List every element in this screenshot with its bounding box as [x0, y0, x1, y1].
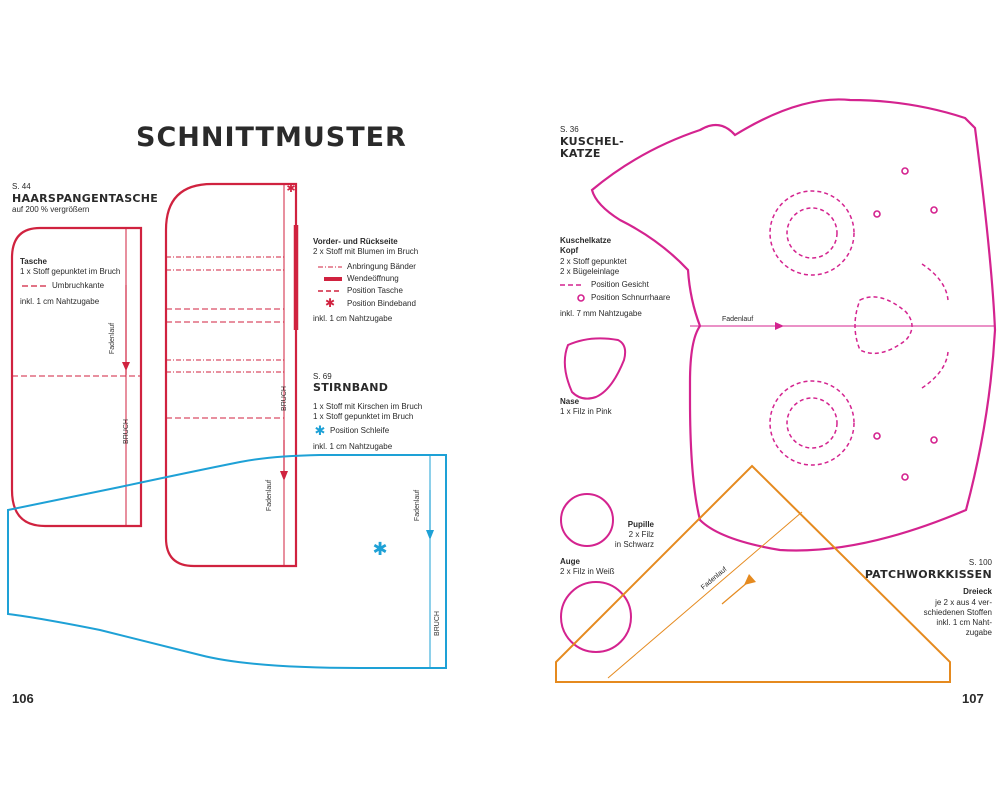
patchwork-desc-2: schiedenen Stoffen — [923, 608, 992, 617]
front-back-fold-label: BRUCH — [280, 386, 288, 411]
legend-turn-opening: Wendeöffnung — [347, 274, 399, 283]
patchwork-title: PATCHWORKKISSEN — [864, 568, 992, 581]
legend-tie-band: Position Bindeband — [347, 299, 416, 308]
front-back-title: Vorder- und Rückseite — [313, 237, 398, 246]
cat-page-ref: S. 36 — [560, 125, 579, 134]
page-number-right: 107 — [962, 691, 984, 706]
patchwork-desc-1: je 2 x aus 4 ver- — [935, 598, 992, 607]
pouch-scale-note: auf 200 % vergrößern — [12, 205, 90, 214]
cat-seam-note: inkl. 7 mm Nahtzugabe — [560, 309, 642, 318]
headband-pattern: ✱ — [7, 454, 447, 669]
front-back-grain-label: Fadenlauf — [266, 479, 274, 512]
legend-bow: Position Schleife — [330, 426, 390, 435]
hair-clip-pouch-pattern — [10, 226, 143, 528]
cat-head-pattern — [560, 98, 997, 653]
pouch-grain-label: Fadenlauf — [109, 322, 117, 355]
headband-fold-label: BRUCH — [433, 611, 441, 636]
pupil-title: Pupille — [627, 520, 654, 529]
headband-seam-note: inkl. 1 cm Nahtzugabe — [313, 442, 393, 451]
front-back-seam-note: inkl. 1 cm Nahtzugabe — [313, 314, 393, 323]
cat-piece-title-2: Kopf — [560, 246, 579, 255]
front-back-pattern: ✱ — [164, 182, 299, 568]
nose-desc: 1 x Filz in Pink — [560, 407, 612, 416]
pupil-desc-2: in Schwarz — [614, 540, 654, 549]
cat-piece-title-1: Kuschelkatze — [560, 236, 612, 245]
svg-text:✱: ✱ — [325, 296, 335, 310]
headband-page-ref: S. 69 — [313, 372, 332, 381]
patchwork-page-ref: S. 100 — [968, 558, 992, 567]
legend-whiskers: Position Schnurrhaare — [591, 293, 671, 302]
legend-marks: ✱ ✱ — [22, 266, 585, 439]
pouch-piece-desc: 1 x Stoff gepunktet im Bruch — [20, 267, 121, 276]
cat-grain-label: Fadenlauf — [722, 316, 754, 323]
cat-title-1: KUSCHEL- — [560, 135, 624, 148]
triangle-pattern — [555, 464, 951, 683]
eye-desc: 2 x Filz in Weiß — [560, 567, 615, 576]
headband-desc-1: 1 x Stoff mit Kirschen im Bruch — [313, 402, 423, 411]
legend-fold-edge: Umbruchkante — [52, 281, 105, 290]
nose-title: Nase — [560, 397, 580, 406]
svg-text:✱: ✱ — [286, 182, 295, 195]
legend-ribbons: Anbringung Bänder — [347, 262, 416, 271]
headband-title: STIRNBAND — [313, 381, 389, 394]
cat-desc-1: 2 x Stoff gepunktet — [560, 257, 627, 266]
pouch-page-ref: S. 44 — [12, 182, 31, 191]
patchwork-piece-title: Dreieck — [963, 587, 992, 596]
cat-title-2: KATZE — [560, 147, 601, 160]
svg-text:✱: ✱ — [315, 424, 326, 439]
eye-title: Auge — [560, 557, 580, 566]
headband-grain-label: Fadenlauf — [414, 489, 422, 522]
patchwork-desc-4: zugabe — [965, 628, 992, 637]
cat-desc-2: 2 x Bügeleinlage — [560, 267, 620, 276]
pouch-title: HAARSPANGENTASCHE — [12, 192, 159, 205]
pouch-seam-note: inkl. 1 cm Nahtzugabe — [20, 297, 100, 306]
front-back-desc: 2 x Stoff mit Blumen im Bruch — [313, 247, 419, 256]
page-title: SCHNITTMUSTER — [136, 122, 407, 153]
pouch-piece-name: Tasche — [20, 257, 47, 266]
legend-pocket: Position Tasche — [347, 286, 403, 295]
page-number-left: 106 — [12, 691, 34, 706]
headband-desc-2: 1 x Stoff gepunktet im Bruch — [313, 412, 414, 421]
patchwork-desc-3: inkl. 1 cm Naht- — [936, 618, 992, 627]
svg-text:✱: ✱ — [372, 539, 387, 560]
pouch-fold-label: BRUCH — [122, 419, 130, 444]
legend-face: Position Gesicht — [591, 280, 649, 289]
pupil-desc-1: 2 x Filz — [628, 530, 654, 539]
